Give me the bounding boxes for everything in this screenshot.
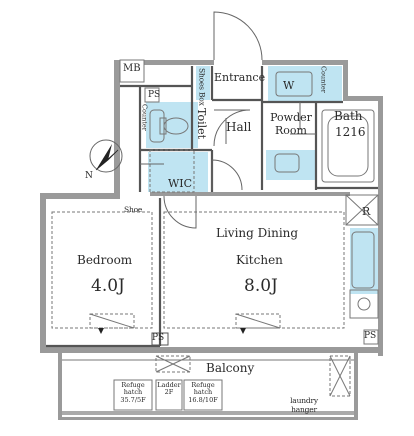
laundry-hanger-label: laundry hanger (290, 396, 318, 414)
counter-top-label: Counter (319, 66, 328, 93)
balcony-rail (62, 411, 354, 415)
interior-walls (46, 66, 378, 348)
compass-north-label: N (85, 171, 93, 181)
entrance-label: Entrance (214, 71, 266, 84)
ldk-kitchen-label: Kitchen (236, 253, 283, 267)
powder-room-label: Powder Room (270, 111, 312, 137)
ps-bottom-right-label: PS (364, 331, 377, 341)
ladder-label: Ladder 2F (157, 381, 181, 397)
shoe-label: Shoe (124, 205, 143, 214)
counter-left-label: Counter (140, 104, 149, 131)
fridge-label: R (362, 205, 371, 218)
bath-label: Bath (334, 109, 363, 123)
bedroom-size-label: 4.0J (91, 276, 125, 296)
ldk-size-label: 8.0J (244, 276, 278, 296)
ldk-name-label: Living Dining (216, 226, 299, 240)
balcony-label: Balcony (206, 361, 255, 375)
mb-label: MB (123, 63, 141, 74)
bedroom-name-label: Bedroom (77, 253, 133, 267)
compass-icon (89, 139, 123, 173)
w-label: W (283, 79, 295, 92)
ps-top-label: PS (148, 90, 161, 100)
toilet-label: Toilet (195, 108, 208, 140)
wic-label: WIC (168, 177, 193, 190)
floor-markers (98, 328, 246, 346)
refuge-hatch-1-label: Refuge hatch 35.7/5F (120, 381, 146, 404)
structural-walls (40, 60, 383, 420)
fixture-lines (51, 59, 379, 411)
shoes-box-label: Shoes Box (197, 68, 207, 106)
refuge-hatch-2-label: Refuge hatch 16.8/10F (188, 381, 218, 404)
ps-bottom-left-label: PS (152, 333, 165, 343)
bath-size-label: 1216 (335, 125, 366, 139)
door-swings (140, 11, 316, 229)
hall-label: Hall (226, 120, 252, 134)
wet-areas (146, 66, 378, 294)
